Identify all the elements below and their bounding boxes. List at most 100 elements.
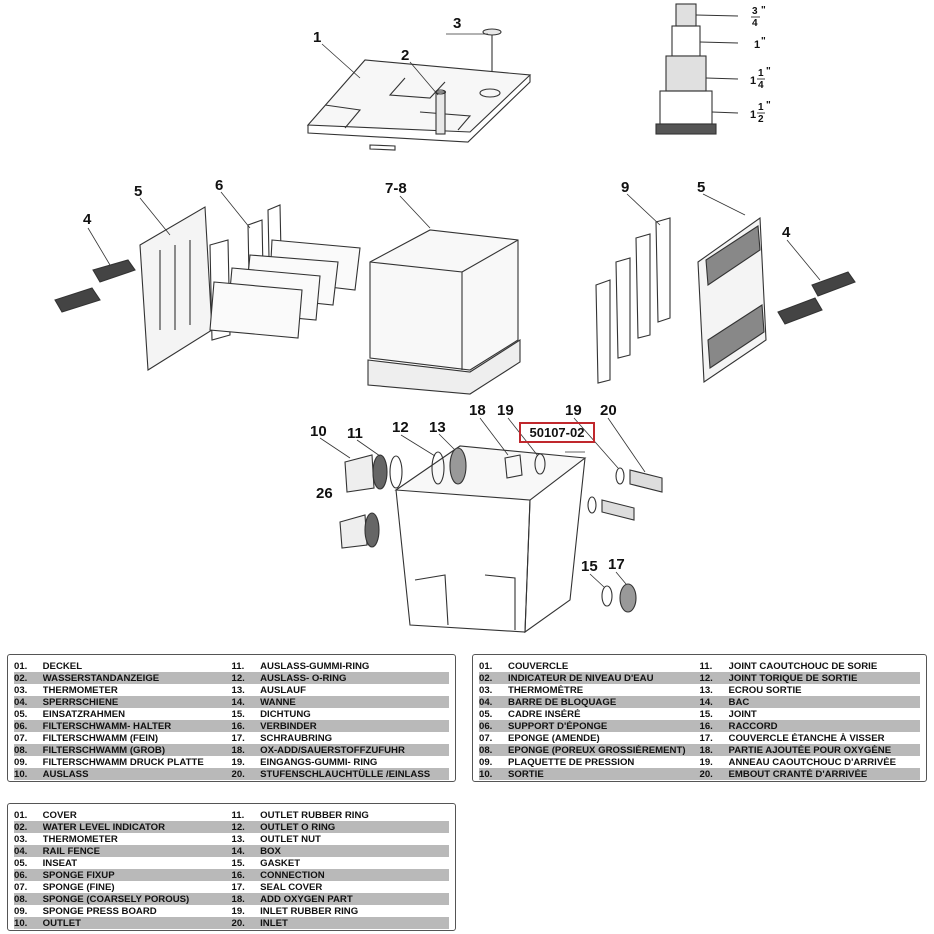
legend-item-number: 01.: [479, 660, 493, 672]
callout-19-right: 19: [565, 402, 582, 419]
callout-26: 26: [316, 485, 333, 502]
legend-item-label: OUTLET RUBBER RING: [260, 809, 369, 821]
legend-item-label: OUTLET NUT: [260, 833, 321, 845]
legend-item-label: SPONGE (FINE): [42, 881, 115, 893]
legend-item-number: 16.: [231, 720, 245, 732]
callout-9: 9: [621, 179, 629, 196]
legend-item-number: 12.: [699, 672, 713, 684]
svg-text:": ": [766, 100, 771, 111]
legend-row: 06. FILTERSCHWAMM- HALTER 16. VERBINDER: [14, 720, 449, 732]
legend-item-label: VERBINDER: [260, 720, 317, 732]
callout-7-8: 7-8: [385, 180, 407, 197]
legend-item-label: ADD OXYGEN PART: [260, 893, 353, 905]
hose-size-1: 1 ": [754, 36, 766, 51]
legend-item-label: COVER: [42, 809, 77, 821]
svg-text:": ": [766, 66, 771, 77]
legend-item-number: 09.: [14, 756, 28, 768]
legend-item-number: 01.: [14, 809, 28, 821]
legend-item-number: 14.: [231, 845, 245, 857]
legend-item-label: EPONGE (POREUX GROSSIÈREMENT): [508, 744, 686, 756]
legend-item-number: 19.: [231, 905, 245, 917]
hose-size-1-1-2: 1 1 2 ": [750, 100, 771, 125]
svg-text:": ": [761, 36, 766, 47]
legend-item-number: 07.: [14, 732, 28, 744]
legend-item-label: THERMOMÈTRE: [508, 684, 584, 696]
legend-item-label: EINGANGS-GUMMI- RING: [260, 756, 378, 768]
legend-item-label: SCHRAUBRING: [260, 732, 333, 744]
callout-3: 3: [453, 15, 461, 32]
svg-text:3: 3: [752, 6, 758, 17]
callout-2: 2: [401, 47, 409, 64]
callout-5-right: 5: [697, 179, 705, 196]
legend-item-number: 12.: [231, 821, 245, 833]
legend-item-label: OX-ADD/SAUERSTOFFZUFUHR: [260, 744, 405, 756]
sponge-holders-right-part: [595, 217, 671, 384]
legend-item-label: PLAQUETTE DE PRESSION: [508, 756, 635, 768]
legend-item-number: 07.: [479, 732, 493, 744]
inlet-parts-part: [587, 467, 663, 613]
insert-frame-left-part: [139, 206, 213, 371]
callout-18: 18: [469, 402, 486, 419]
svg-text:1: 1: [758, 68, 764, 79]
legend-item-label: AUSLASS: [42, 768, 89, 780]
legend-item-number: 03.: [14, 684, 28, 696]
legend-item-label: RAIL FENCE: [42, 845, 101, 857]
legend-item-number: 14.: [699, 696, 713, 708]
legend-item-number: 11.: [231, 660, 245, 672]
legend-item-label: INDICATEUR DE NIVEAU D'EAU: [508, 672, 654, 684]
legend-row: 09. FILTERSCHWAMM DRUCK PLATTE 19. EINGANGS…: [14, 756, 449, 768]
legend-item-label: COUVERCLE ÉTANCHE À VISSER: [728, 732, 885, 744]
legend-item-label: FILTERSCHWAMM- HALTER: [42, 720, 172, 732]
part-number-box: 50107-02: [519, 422, 595, 443]
callout-4-right: 4: [782, 224, 791, 241]
legend-item-number: 13.: [231, 684, 245, 696]
legend-item-number: 06.: [14, 720, 28, 732]
callout-11: 11: [347, 425, 363, 442]
legend-item-label: ECROU SORTIE: [728, 684, 802, 696]
legend-item-number: 13.: [699, 684, 713, 696]
legend-item-number: 06.: [14, 869, 28, 881]
legend-item-number: 08.: [14, 893, 28, 905]
legend-item-label: EINSATZRAHMEN: [42, 708, 126, 720]
legend-item-number: 18.: [231, 744, 245, 756]
legend-item-number: 02.: [479, 672, 493, 684]
legend-item-label: WATER LEVEL INDICATOR: [42, 821, 166, 833]
legend-item-label: CADRE INSÉRÉ: [508, 708, 581, 720]
legend-item-label: WANNE: [260, 696, 296, 708]
legend-item-label: AUSLASS- O-RING: [260, 672, 347, 684]
legend-item-number: 16.: [699, 720, 713, 732]
legend-item-number: 19.: [231, 756, 245, 768]
svg-text:1: 1: [750, 109, 756, 121]
svg-text:4: 4: [758, 80, 764, 91]
legend-item-number: 02.: [14, 672, 28, 684]
legend-item-number: 05.: [479, 708, 493, 720]
svg-text:4: 4: [752, 18, 758, 29]
legend-item-label: FILTERSCHWAMM DRUCK PLATTE: [42, 756, 204, 768]
legend-item-label: FILTERSCHWAMM (GROB): [42, 744, 166, 756]
callout-13: 13: [429, 419, 446, 436]
legend-item-number: 10.: [479, 768, 493, 780]
rail-fence-left-part: [54, 259, 136, 313]
legend-item-label: INSEAT: [42, 857, 78, 869]
legend-item-number: 11.: [699, 660, 713, 672]
legend-item-label: SORTIE: [508, 768, 544, 780]
thermometer-part: [479, 28, 502, 98]
legend-item-label: DECKEL: [42, 660, 83, 672]
callout-19-left: 19: [497, 402, 514, 419]
legend-item-number: 15.: [231, 708, 245, 720]
exploded-parts-diagram: 1 2 3 4 5 6 7-8 9 5 4 10 11 12 13 18 19 …: [54, 3, 856, 634]
svg-text:2: 2: [758, 114, 764, 125]
